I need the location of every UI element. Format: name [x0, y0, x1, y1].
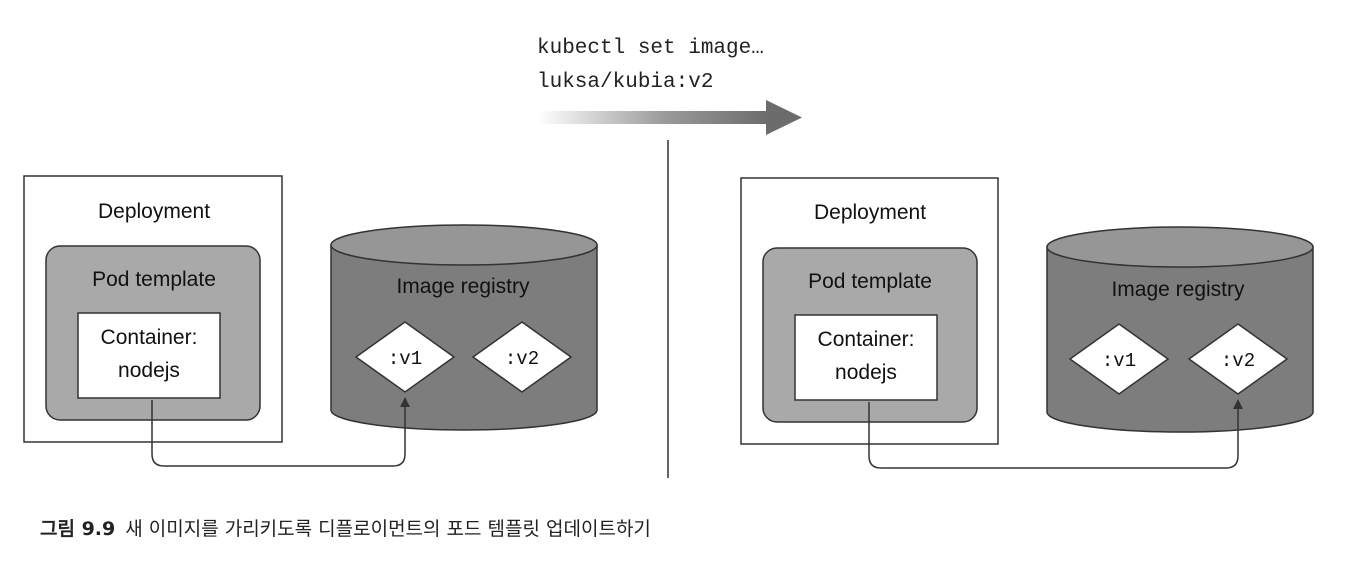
after-state: Deployment Pod template Container: nodej… [740, 177, 1314, 469]
image-registry-label: Image registry [1111, 278, 1245, 301]
container-label-line-1: Container: [101, 326, 198, 349]
tag-v2-diamond: :v2 [1187, 323, 1289, 395]
tag-v1-diamond: :v1 [1068, 323, 1170, 395]
command-line-1: kubectl set image… [537, 37, 764, 60]
container-label-line-2: nodejs [835, 361, 897, 384]
image-registry-label: Image registry [396, 275, 530, 298]
container-label-line-1: Container: [818, 328, 915, 351]
figure-number: 그림 9.9 [40, 518, 116, 540]
pod-template-label: Pod template [92, 268, 216, 291]
tag-v1-diamond: :v1 [354, 321, 456, 393]
tag-v2-label: :v2 [1221, 350, 1255, 372]
deployment-label: Deployment [98, 200, 210, 223]
image-registry-cylinder [1046, 226, 1314, 433]
image-reference-connector [868, 399, 1243, 469]
figure-caption: 그림 9.9 새 이미지를 가리키도록 디플로이먼트의 포드 템플릿 업데이트하기 [40, 514, 651, 541]
tag-v1-label: :v1 [388, 348, 422, 370]
image-reference-connector [151, 397, 410, 467]
container-label-line-2: nodejs [118, 359, 180, 382]
container-box [794, 314, 938, 401]
tag-v2-diamond: :v2 [471, 321, 573, 393]
before-state: Deployment Pod template Container: nodej… [23, 175, 598, 467]
container-box [77, 312, 221, 399]
image-registry-cylinder [330, 224, 598, 431]
transition-arrow [538, 100, 802, 135]
command-line-2: luksa/kubia:v2 [537, 71, 713, 94]
figure-caption-text: 새 이미지를 가리키도록 디플로이먼트의 포드 템플릿 업데이트하기 [125, 518, 651, 540]
deployment-label: Deployment [814, 201, 926, 224]
tag-v1-label: :v1 [1102, 350, 1136, 372]
tag-v2-label: :v2 [505, 348, 539, 370]
pod-template-label: Pod template [808, 270, 932, 293]
